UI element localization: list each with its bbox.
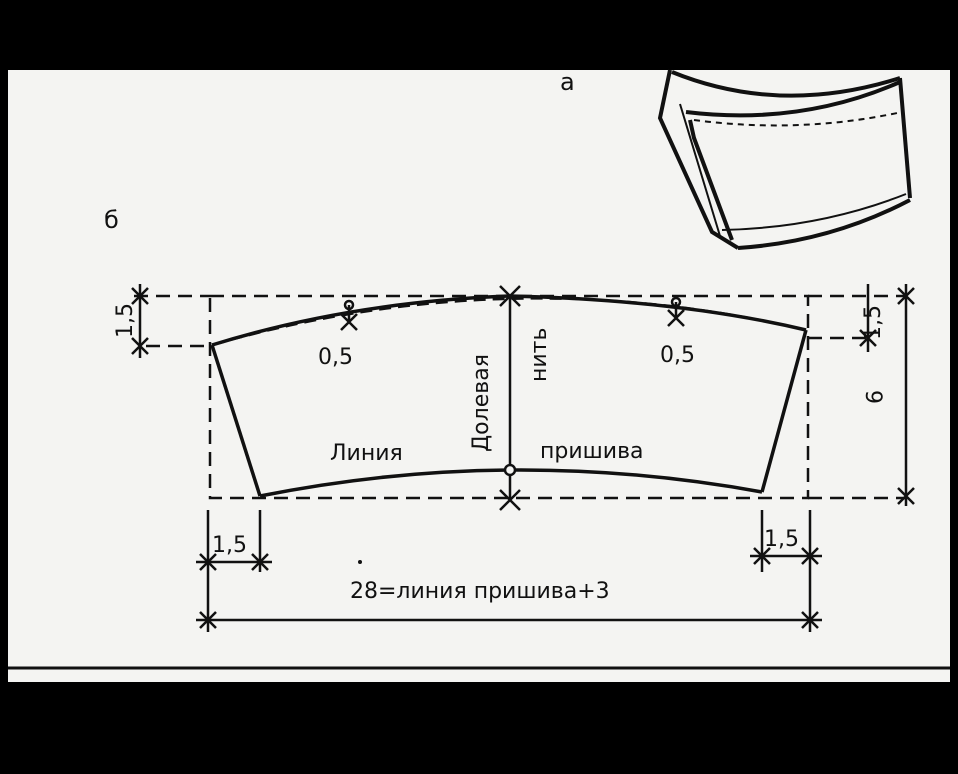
seam-label-2: пришива — [540, 439, 644, 464]
seam-label-1: Линия — [330, 441, 403, 466]
left-edge — [210, 344, 262, 497]
bottom-left-inset-label: 1,5 — [212, 533, 247, 558]
left-offset-label: 0,5 — [318, 345, 353, 370]
right-edge — [760, 329, 808, 493]
bottom-right-inset-label: 1,5 — [764, 527, 799, 552]
right-rise-label: 1,5 — [861, 305, 886, 340]
waistband-sketch — [657, 69, 912, 250]
figure-label-b: б — [104, 206, 119, 234]
height-label: 9 — [860, 390, 885, 404]
total-length-label: 28=линия пришива+3 — [350, 579, 610, 604]
bottom-center-cross — [499, 489, 521, 511]
left-rise-dimension — [131, 284, 149, 358]
top-center-cross — [499, 285, 521, 307]
figure-label-a: а — [560, 68, 575, 96]
seam-center-dot — [503, 463, 517, 477]
right-dimensions — [859, 284, 915, 506]
extension-lines — [134, 294, 906, 500]
construction-markers — [340, 285, 685, 511]
stray-dot — [358, 560, 362, 564]
grain-label-2: нить — [527, 328, 552, 382]
left-rise-label: 1,5 — [113, 303, 138, 338]
right-offset-label: 0,5 — [660, 343, 695, 368]
bottom-dimensions — [196, 510, 822, 632]
grain-label-1: Долевая — [469, 354, 494, 452]
